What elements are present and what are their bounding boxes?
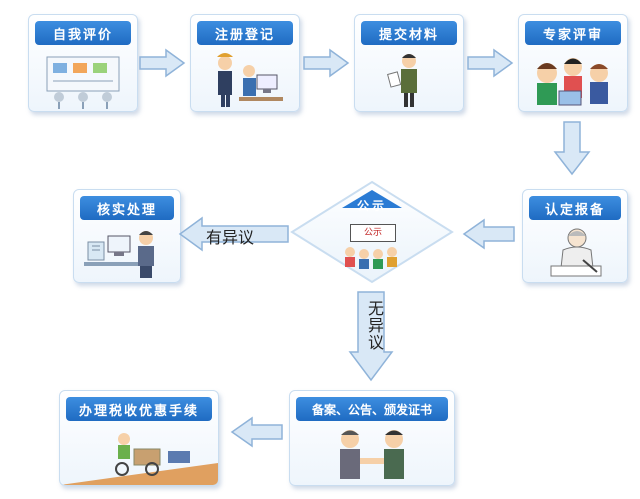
no-objection-label: 无异议 [365, 300, 384, 351]
step-register: 注册登记 [190, 14, 300, 112]
writing-person-illustration-icon [523, 222, 627, 282]
publicity-board: 公示 [350, 224, 396, 242]
step-title: 专家评审 [525, 21, 621, 45]
publicity-board-text: 公示 [363, 228, 382, 238]
step-title: 注册登记 [197, 21, 293, 45]
arrow-down-no-objection [348, 291, 394, 382]
step-title: 备案、公告、颁发证书 [296, 397, 448, 421]
handshake-illustration-icon [290, 423, 454, 485]
step-self-evaluation: 自我评价 [28, 14, 138, 112]
arrow-right-3 [467, 48, 514, 78]
step-publicity: 公示 公示 [290, 180, 454, 284]
step-verify-handle: 核实处理 [73, 189, 181, 283]
experts-discussion-illustration-icon [519, 47, 627, 111]
step-report-filing: 认定报备 [522, 189, 628, 283]
step-title: 办理税收优惠手续 [66, 397, 212, 421]
arrow-left-bottom [230, 416, 283, 448]
step-expert-review: 专家评审 [518, 14, 628, 112]
person-document-illustration-icon [355, 47, 463, 111]
has-objection-label: 有异议 [206, 228, 255, 247]
step-record-certificate: 备案、公告、颁发证书 [289, 390, 455, 486]
step-title: 自我评价 [35, 21, 131, 45]
arrow-left-to-publicity [462, 218, 515, 250]
arrow-down-1 [553, 121, 591, 176]
charts-board-illustration-icon [29, 47, 137, 111]
step-title: 核实处理 [80, 196, 174, 220]
publicity-title: 公示 [356, 199, 387, 213]
step-submit-materials: 提交材料 [354, 14, 464, 112]
step-tax-incentive: 办理税收优惠手续 [59, 390, 219, 486]
delivery-cart-illustration-icon [60, 423, 218, 485]
step-title: 认定报备 [529, 196, 621, 220]
arrow-left-objection [178, 216, 289, 252]
people-computer-illustration-icon [191, 47, 299, 111]
step-title: 提交材料 [361, 21, 457, 45]
arrow-right-2 [303, 48, 350, 78]
arrow-right-1 [139, 48, 186, 78]
desk-worker-illustration-icon [74, 222, 180, 282]
